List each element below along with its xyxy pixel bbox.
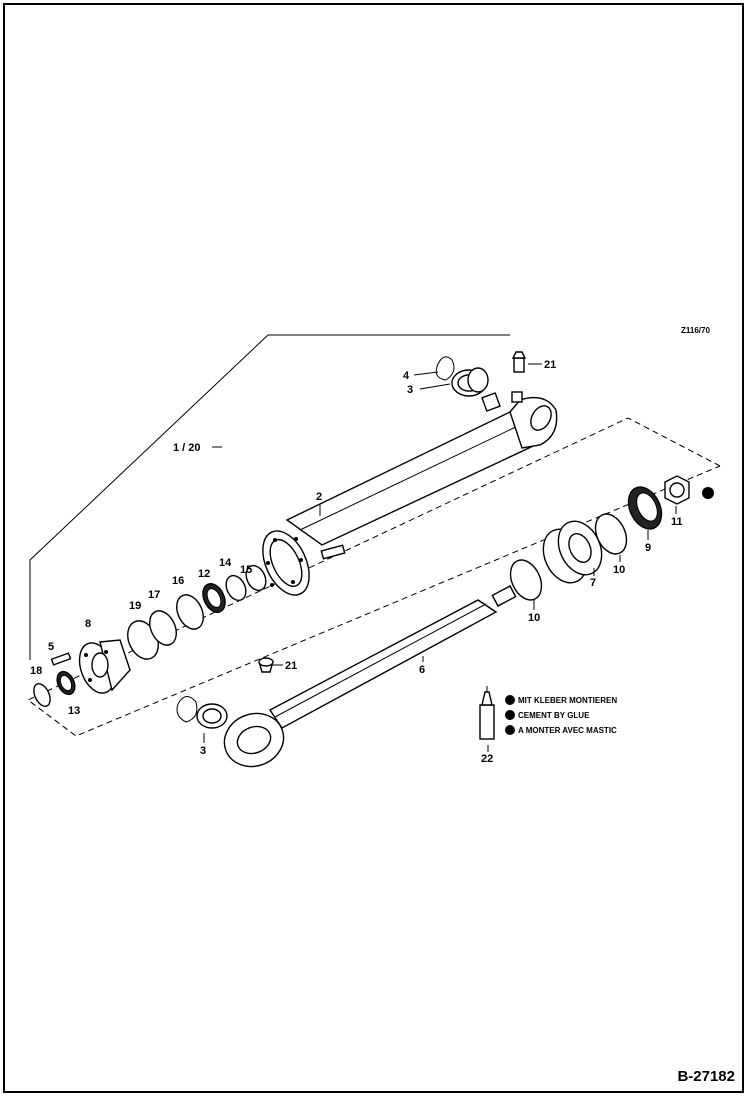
callout-9: 9 (645, 542, 651, 554)
callout-19: 19 (129, 600, 141, 612)
bushing-top (451, 367, 489, 397)
callout-14: 14 (219, 557, 232, 569)
drawing-code: Z116/70 (681, 326, 710, 335)
callout-10-left: 10 (528, 612, 540, 624)
leader-lines (203, 363, 677, 752)
callout-17: 17 (148, 589, 160, 601)
callout-4: 4 (403, 370, 410, 382)
piston (542, 520, 603, 584)
assembly-bracket (29, 334, 510, 660)
bolt-5 (50, 652, 72, 666)
callout-11: 11 (671, 516, 683, 528)
circlip-top (435, 356, 455, 381)
callout-15: 15 (240, 564, 252, 576)
nut-11 (664, 475, 714, 505)
bushing-rod (196, 703, 228, 729)
grease-nipple-rod (258, 657, 274, 673)
piston-rod (223, 585, 517, 768)
callout-22: 22 (481, 753, 493, 765)
callout-12: 12 (198, 568, 210, 580)
ring-14 (225, 574, 247, 602)
callout-18: 18 (30, 665, 42, 677)
glue-tube-22 (479, 686, 495, 740)
ring-17 (149, 610, 177, 646)
callout-13: 13 (68, 705, 80, 717)
callout-6: 6 (419, 664, 425, 676)
callout-3-top: 3 (407, 384, 413, 396)
legend-german: MIT KLEBER MONTIEREN (518, 696, 617, 705)
glue-symbol-icon (505, 725, 515, 735)
callout-16: 16 (172, 575, 184, 587)
glue-symbol-icon (505, 695, 515, 705)
ring-15 (245, 564, 267, 592)
assembly-label: 1 / 20 (173, 442, 201, 454)
callout-21-top: 21 (544, 359, 556, 371)
callout-3-rod: 3 (200, 745, 206, 757)
ring-16 (176, 594, 204, 630)
circlip-rod (176, 696, 198, 723)
callout-10-right: 10 (613, 564, 625, 576)
callout-2: 2 (316, 491, 322, 503)
legend-french: A MONTER AVEC MASTIC (518, 726, 617, 735)
drawing-frame (3, 3, 744, 1093)
o-ring-10-left (509, 559, 543, 601)
grease-nipple-top (511, 351, 527, 373)
callout-5: 5 (48, 641, 54, 653)
cylinder-head (78, 639, 131, 694)
callout-7: 7 (590, 577, 596, 589)
rod-assembly-outline (27, 417, 721, 737)
ring-18 (33, 683, 51, 707)
legend-english: CEMENT BY GLUE (518, 711, 590, 720)
document-number: B-27182 (677, 1068, 735, 1085)
cylinder-tube (262, 391, 558, 596)
callout-21-rod: 21 (285, 660, 297, 672)
callout-8: 8 (85, 618, 91, 630)
glue-symbol-icon (505, 710, 515, 720)
o-ring-10-right (594, 513, 628, 555)
